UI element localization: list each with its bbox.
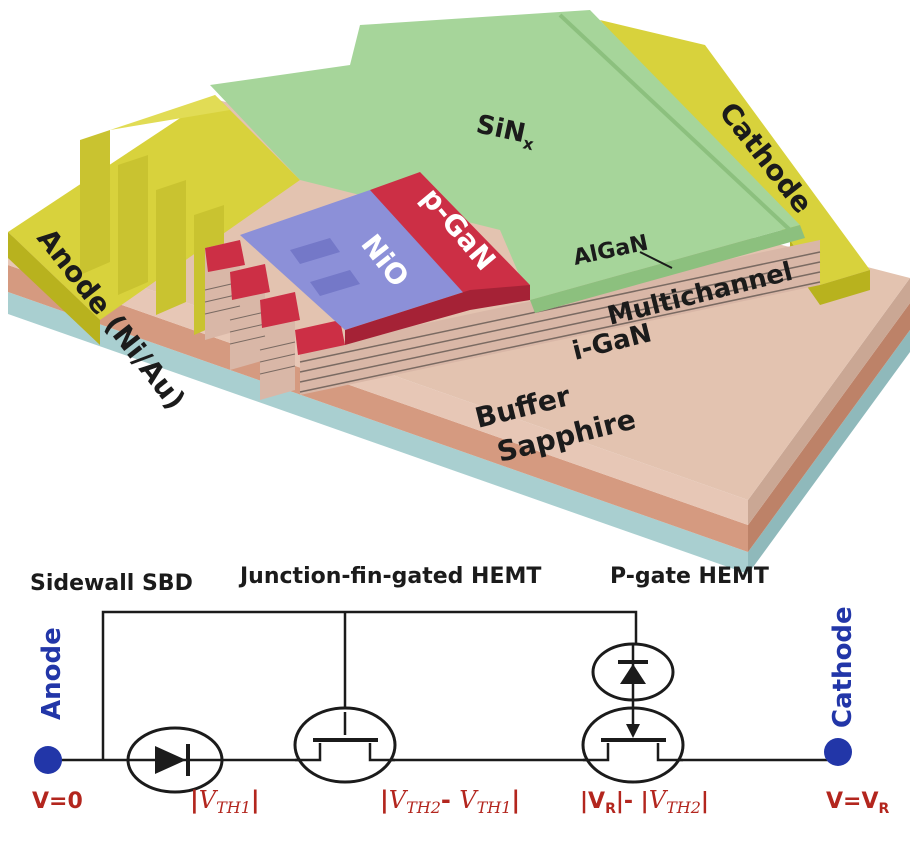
anode-terminal-label: Anode [37, 627, 67, 720]
cathode-electrode [600, 20, 870, 285]
sbd-diode-symbol [126, 726, 224, 794]
pgate-hemt-heading: P-gate HEMT [610, 564, 769, 589]
gate-bus-wire [101, 610, 638, 760]
anode-voltage-label: V=0 [32, 789, 83, 814]
cathode-electrode-face [790, 240, 870, 305]
sbd-heading: Sidewall SBD [30, 571, 193, 596]
vr-minus-vth2-label: |VR|- |VTH2| [580, 786, 709, 817]
igan-layer [8, 240, 748, 525]
jfg-hemt-symbol [293, 706, 397, 784]
algan-pointer [639, 251, 673, 269]
nio-layer [240, 190, 470, 330]
vth2-minus-vth1-label: |VTH2- VTH1| [380, 786, 520, 817]
sapphire-layer [8, 292, 748, 574]
cathode-terminal [824, 738, 852, 766]
buffer-side [748, 303, 910, 552]
igan-side [748, 278, 910, 525]
sinx-layer-edge [530, 225, 805, 313]
fin-stack [204, 240, 345, 400]
pgate-hemt-symbol [581, 700, 685, 784]
buffer-layer [8, 265, 748, 552]
cathode-voltage-label: V=VR [826, 789, 890, 817]
vth1-label: |VTH1| [190, 786, 260, 817]
pgate-diode-symbol [591, 642, 675, 702]
equivalent-circuit: Sidewall SBD Junction-fin-gated HEMT P-g… [30, 564, 890, 817]
anode-electrode [8, 95, 300, 345]
device-3d [8, 10, 910, 574]
sapphire-side [748, 330, 910, 574]
pgan-layer [370, 172, 530, 300]
sinx-layer [210, 10, 800, 300]
anode-terminal [34, 746, 62, 774]
jfg-hemt-heading: Junction-fin-gated HEMT [238, 564, 541, 589]
multichannel-stack [299, 240, 821, 395]
cathode-terminal-label: Cathode [828, 606, 858, 728]
